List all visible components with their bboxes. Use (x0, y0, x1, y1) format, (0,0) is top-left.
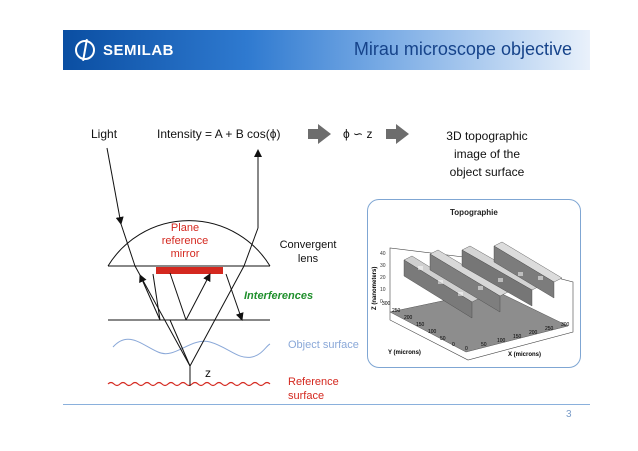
inset-ylabel: Y (microns) (388, 350, 421, 356)
result-line-1: 3D topographic (446, 129, 528, 143)
reference-l1: Reference (288, 376, 339, 388)
inset-xlabel: X (microns) (508, 352, 542, 358)
x-tick: 200 (529, 330, 538, 336)
intensity-formula: Intensity = A + B cos(ϕ) (157, 127, 281, 141)
inset-title: Topographie (450, 208, 498, 217)
z-tick: 20 (380, 275, 386, 281)
y-tick: 300 (382, 301, 391, 307)
x-tick: 100 (497, 338, 506, 344)
y-tick: 150 (416, 322, 425, 328)
ridge-2 (429, 249, 509, 313)
plane-mirror-l1: Plane (170, 222, 200, 234)
x-tick: 50 (481, 342, 487, 348)
y-tick: 0 (452, 342, 455, 348)
x-tick: 250 (545, 326, 554, 332)
reference-l2: surface (288, 390, 325, 402)
object-surface-label: Object surface (288, 339, 359, 351)
x-tick: 150 (513, 334, 522, 340)
semilab-logo: SEMILAB (63, 30, 193, 70)
y-tick: 100 (428, 329, 437, 335)
block-arrow-1 (308, 124, 331, 144)
convergent-l2: lens (297, 253, 319, 265)
page-title: Mirau microscope objective (353, 39, 572, 59)
inset-zlabel: Z (nanometers) (372, 266, 378, 310)
convergent-lens-label: Convergent lens (268, 238, 348, 266)
y-tick: 200 (404, 315, 413, 321)
result-line-3: object surface (449, 165, 525, 179)
ridge-4 (493, 241, 563, 299)
interferences-label: Interferences (244, 290, 314, 302)
plane-mirror-l3: mirror (170, 248, 200, 260)
light-label: Light (91, 127, 118, 141)
z-tick: 40 (380, 251, 386, 257)
topography-plot (389, 241, 574, 361)
result-line-2: image of the (453, 147, 521, 161)
z-tick: 10 (380, 287, 386, 293)
semilab-logo-icon (75, 40, 95, 60)
y-tick: 250 (392, 308, 401, 314)
x-tick: 0 (465, 346, 468, 352)
brand-name: SEMILAB (103, 41, 174, 59)
z-label: z (205, 366, 211, 380)
x-tick: 300 (561, 322, 570, 328)
page-number: 3 (566, 409, 572, 420)
reference-surface-label: Reference surface (288, 375, 339, 403)
y-tick: 50 (440, 336, 446, 342)
convergent-lens (107, 220, 271, 267)
topography-inset: Topographie Z (nanometers (367, 199, 581, 368)
plane-mirror-label: Plane reference mirror (150, 222, 220, 261)
convergent-l1: Convergent (279, 239, 337, 251)
header-band: SEMILAB Mirau microscope objective (63, 30, 590, 70)
light-ray-in (106, 147, 124, 225)
block-arrow-2 (386, 124, 409, 144)
phase-relation: ϕ ∽ z (343, 127, 373, 141)
plane-mirror-l2: reference (161, 235, 209, 247)
z-tick: 0 (380, 299, 383, 305)
z-tick: 30 (380, 263, 386, 269)
inset-z-ticks: 40 30 20 10 0 (380, 248, 386, 308)
reference-surface-line (107, 381, 271, 387)
result-text: 3D topographic image of the object surfa… (427, 127, 547, 181)
object-surface-curve (112, 338, 271, 358)
footer-divider (63, 404, 590, 405)
reference-mirror (156, 267, 223, 274)
